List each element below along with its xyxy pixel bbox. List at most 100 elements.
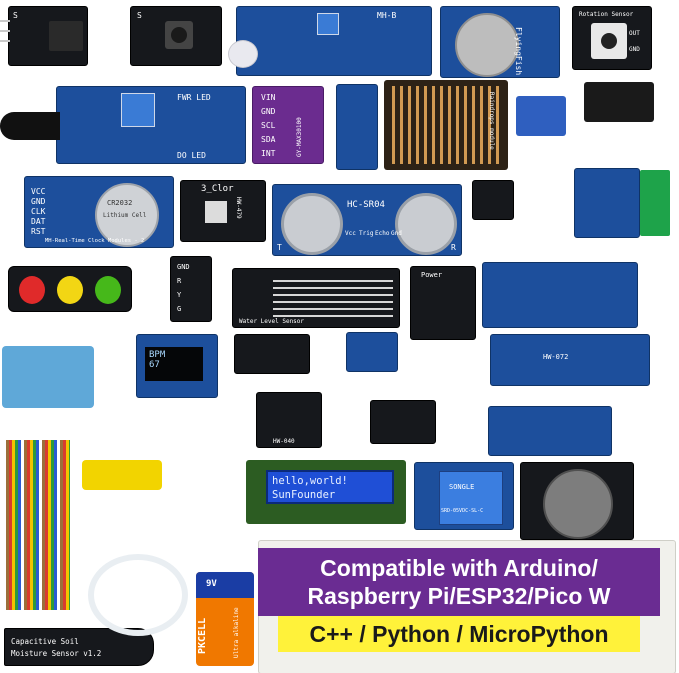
battery-9v: 9V PKCELL Ultra alkaline	[196, 572, 254, 666]
yellow-led-icon	[57, 276, 83, 304]
compatibility-banner: Compatible with Arduino/ Raspberry Pi/ES…	[258, 548, 660, 654]
ir-receiver-label: S	[13, 11, 18, 20]
lcd-line-2: SunFounder	[272, 489, 336, 501]
switch-module	[370, 400, 436, 444]
flame-top-label: MH-B	[377, 11, 397, 20]
i2c-sensor-module: VIN GND SCL SDA INT GY-MAX30100	[252, 86, 324, 164]
lcd-line-1: hello,world!	[272, 475, 348, 487]
ultrasonic-t: T	[277, 243, 282, 252]
led-icon	[228, 40, 258, 68]
sensor-module-small	[234, 334, 310, 374]
i2c-pin-0: VIN	[261, 93, 276, 102]
rtc-caption: MH-Real-Time Clock Modules - 2	[45, 238, 145, 244]
rotation-sensor-module: Rotation Sensor OUT GND	[572, 6, 652, 70]
ir-receiver-pins	[0, 20, 10, 52]
ultrasonic-pin-3: Gnd	[391, 230, 402, 237]
wifi-module	[472, 180, 514, 220]
flame-sensor-side: FWR LED DO LED	[56, 86, 246, 164]
ultrasonic-pin-2: Echo	[375, 230, 390, 237]
flame-sensor-top: MH-B	[236, 6, 432, 76]
touch-sensor-module	[488, 406, 612, 456]
lcd-module: hello,world! SunFounder	[246, 460, 406, 524]
rtc-pin-1: GND	[31, 197, 46, 206]
battery-brand: PKCELL	[197, 617, 208, 654]
relay-module: SONGLE SRD-05VDC-SL-C	[414, 462, 514, 530]
ir-remote-receiver	[584, 82, 654, 122]
water-level-module: Water Level Sensor	[232, 268, 400, 328]
color-sub: HW-479	[235, 197, 242, 219]
relay-brand: SONGLE	[449, 483, 475, 491]
button-module: S	[130, 6, 222, 66]
button-label: S	[137, 11, 142, 20]
oled-module: BPM 67	[136, 334, 218, 398]
oled-screen: BPM 67	[145, 347, 203, 381]
rtc-battery-label: CR2032	[107, 199, 133, 207]
joystick-module	[520, 462, 634, 540]
potentiometer-module: HW-040	[256, 392, 322, 448]
lcd-screen: hello,world! SunFounder	[266, 470, 394, 504]
ultrasonic-label: HC-SR04	[347, 200, 385, 210]
color-led-module: 3_Clor HW-479	[180, 180, 266, 242]
oled-line-1: BPM	[149, 350, 166, 360]
gas-sensor-label: FlyingFish	[514, 27, 523, 76]
rtc-pin-2: CLK	[31, 207, 46, 216]
rtc-battery-sub: Lithium Cell	[103, 212, 147, 219]
ultrasonic-pin-0: Vcc	[345, 230, 356, 237]
motion-sensor-module: HW-072	[490, 334, 650, 386]
rain-label: Raindrops module	[488, 92, 495, 150]
banner-line-1: Compatible with Arduino/	[320, 555, 598, 581]
banner-languages: C++ / Python / MicroPython	[278, 616, 640, 652]
water-level-label: Water Level Sensor	[239, 318, 305, 325]
flame-side-label: FWR LED	[177, 93, 211, 102]
soil-line-2: Moisture Sensor v1.2	[11, 649, 102, 658]
rain-sensor-module: Raindrops module	[384, 80, 508, 170]
rtc-pin-0: VCC	[31, 187, 46, 196]
i2c-pin-3: SDA	[261, 135, 276, 144]
red-led-icon	[19, 276, 45, 304]
jumper-wires	[6, 440, 70, 610]
rotation-pin-1: GND	[629, 46, 640, 53]
traffic-pin-1: R	[177, 277, 182, 285]
i2c-pin-4: INT	[261, 149, 276, 158]
ultrasonic-pin-1: Trig	[359, 230, 374, 237]
gear-motor	[82, 460, 162, 490]
dht-sensor	[2, 346, 94, 408]
ultrasonic-module: HC-SR04 T R Vcc Trig Echo Gnd	[272, 184, 462, 256]
traffic-light-module	[8, 266, 132, 312]
terminal-block	[640, 170, 670, 236]
traffic-pin-3: G	[177, 305, 182, 313]
rotation-pin-0: OUT	[629, 30, 640, 37]
battery-voltage: 9V	[206, 579, 217, 589]
relay-model: SRD-05VDC-SL-C	[441, 508, 484, 514]
ultrasonic-r: R	[451, 243, 456, 252]
i2c-pin-1: GND	[261, 107, 276, 116]
traffic-light-pinboard: GND R Y G	[170, 256, 212, 322]
power-module: Power	[410, 266, 476, 340]
rtc-pin-4: RST	[31, 227, 46, 236]
banner-compatibility-box: Compatible with Arduino/ Raspberry Pi/ES…	[258, 548, 660, 616]
ir-receiver-module: S	[8, 6, 88, 66]
i2c-model: GY-MAX30100	[296, 117, 303, 157]
traffic-pin-2: Y	[177, 291, 182, 299]
silicone-tube	[88, 554, 188, 636]
battery-type: Ultra alkaline	[233, 607, 240, 658]
flame-led-icon	[0, 112, 60, 140]
rotation-label: Rotation Sensor	[579, 11, 634, 18]
servo-motor	[516, 96, 566, 136]
driver-chip-module	[346, 332, 398, 372]
i2c-pin-2: SCL	[261, 121, 276, 130]
banner-line-2: Raspberry Pi/ESP32/Pico W	[307, 583, 611, 609]
power-label: Power	[421, 271, 443, 279]
pot-label: HW-040	[273, 438, 295, 445]
rtc-module: CR2032 Lithium Cell VCC GND CLK DAT RST …	[24, 176, 174, 248]
rtc-pin-3: DAT	[31, 217, 46, 226]
soil-line-1: Capacitive Soil	[11, 637, 79, 646]
motor-driver-module	[574, 168, 640, 238]
flame-side-sub: DO LED	[177, 151, 206, 160]
oled-line-2: 67	[149, 360, 160, 370]
bluetooth-module	[482, 262, 638, 328]
color-label: 3_Clor	[201, 184, 234, 194]
gas-sensor-module: FlyingFish	[440, 6, 560, 78]
green-led-icon	[95, 276, 121, 304]
motion-label: HW-072	[543, 353, 569, 361]
